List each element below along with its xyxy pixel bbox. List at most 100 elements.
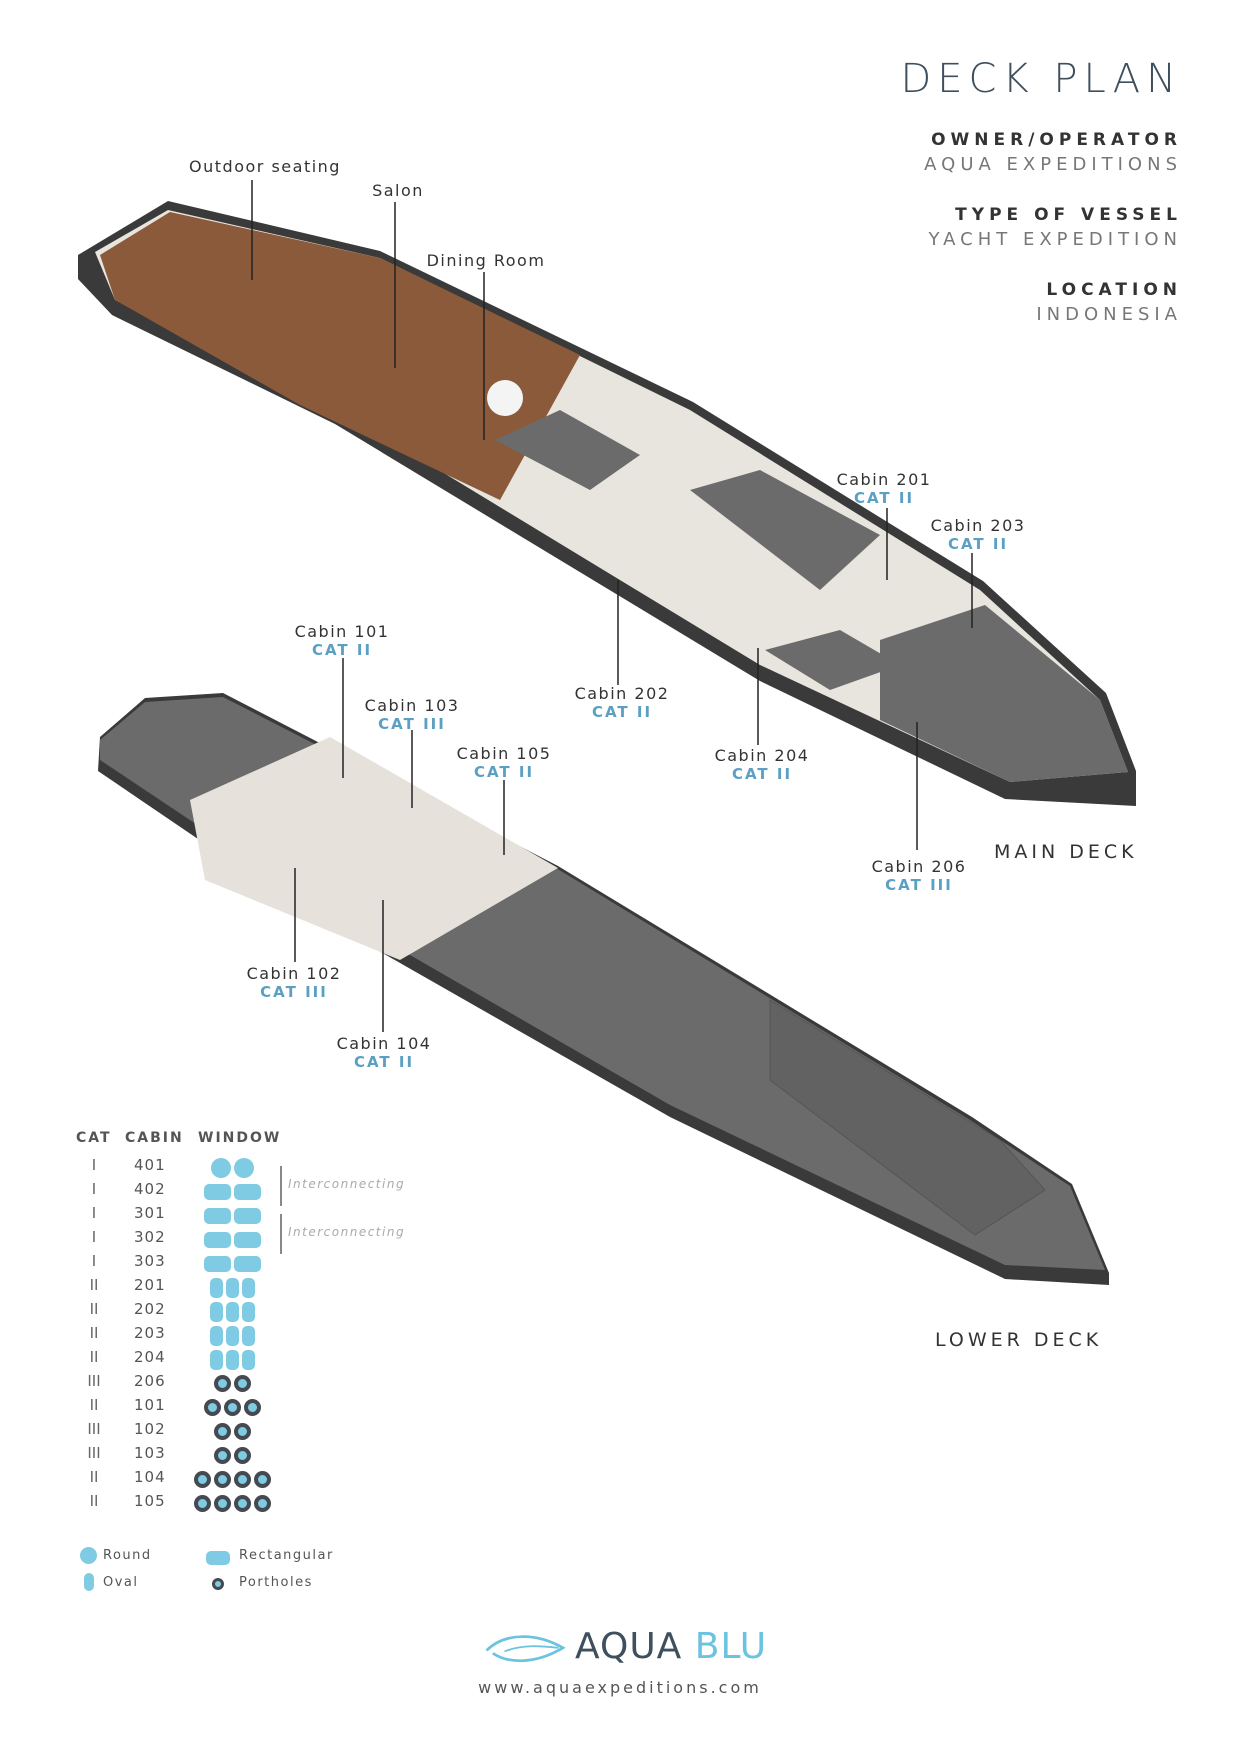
row-category: III bbox=[87, 1444, 101, 1462]
oval-window-icon bbox=[241, 1326, 255, 1346]
cabin-category: CAT III bbox=[885, 876, 953, 894]
cabin-category: CAT III bbox=[378, 715, 446, 733]
website-link[interactable]: www.aquaexpeditions.com bbox=[478, 1678, 762, 1697]
row-category: I bbox=[91, 1156, 97, 1174]
oval-window-icon bbox=[241, 1350, 255, 1370]
brand-aqua: AQUA bbox=[575, 1626, 683, 1667]
rect-window-icon bbox=[233, 1184, 261, 1200]
key-oval: Oval bbox=[103, 1575, 139, 1590]
lower-deck-bow-plate bbox=[769, 999, 1046, 1236]
info-vessel-type: TYPE OF VESSEL YACHT EXPEDITION bbox=[929, 205, 1182, 250]
dining-table bbox=[487, 380, 523, 416]
port-window-icon bbox=[193, 1495, 211, 1512]
lower-deck-ship bbox=[98, 693, 1109, 1285]
port-window-icon bbox=[213, 1471, 231, 1488]
row-windows bbox=[192, 1254, 272, 1272]
label-outdoor-seating: Outdoor seating bbox=[189, 157, 341, 176]
cabin-name: Cabin 104 bbox=[336, 1034, 432, 1053]
port-window-icon bbox=[213, 1375, 231, 1392]
oval-window-icon bbox=[241, 1302, 255, 1322]
brand-name: AQUA BLU bbox=[575, 1626, 767, 1667]
info-location: LOCATION INDONESIA bbox=[1036, 280, 1182, 325]
row-windows bbox=[192, 1494, 272, 1512]
cabin-category: CAT II bbox=[353, 1053, 415, 1071]
interconnect-note: Interconnecting bbox=[288, 1177, 406, 1191]
round-window-icon bbox=[80, 1547, 97, 1564]
header-cat: CAT bbox=[76, 1130, 112, 1146]
cabin-name: Cabin 102 bbox=[246, 964, 342, 983]
key-round: Round bbox=[103, 1548, 152, 1563]
port-window-icon bbox=[233, 1471, 251, 1488]
port-window-icon bbox=[233, 1447, 251, 1464]
cabin-name: Cabin 105 bbox=[456, 744, 552, 763]
row-category: III bbox=[87, 1420, 101, 1438]
row-category: II bbox=[89, 1276, 99, 1294]
row-cabin: 202 bbox=[134, 1300, 166, 1318]
key-portholes: Portholes bbox=[239, 1575, 313, 1590]
cabin-category: CAT II bbox=[311, 641, 373, 659]
label-dining-room: Dining Room bbox=[427, 251, 546, 270]
area-name: Salon bbox=[372, 181, 424, 200]
info-key: LOCATION bbox=[1046, 280, 1182, 300]
main-deck-roof bbox=[495, 410, 640, 490]
cabin-name: Cabin 204 bbox=[714, 746, 810, 765]
info-key: TYPE OF VESSEL bbox=[955, 205, 1182, 225]
rect-window-icon bbox=[203, 1184, 231, 1200]
brand-blu: BLU bbox=[694, 1626, 768, 1667]
row-cabin: 201 bbox=[134, 1276, 166, 1294]
oval-window-icon bbox=[241, 1278, 255, 1298]
row-windows bbox=[192, 1326, 272, 1346]
row-windows bbox=[192, 1398, 272, 1416]
legend-row: III 102 bbox=[74, 1420, 394, 1444]
header-cabin: CABIN bbox=[125, 1130, 184, 1146]
cabin-name: Cabin 103 bbox=[364, 696, 460, 715]
row-cabin: 105 bbox=[134, 1492, 166, 1510]
row-windows bbox=[192, 1158, 272, 1178]
main-deck-ship bbox=[78, 201, 1136, 806]
row-category: I bbox=[91, 1180, 97, 1198]
port-window-icon bbox=[223, 1399, 241, 1416]
main-deck-label: MAIN DECK bbox=[994, 841, 1138, 863]
legend-row: II 201 bbox=[74, 1276, 394, 1300]
porthole-icon bbox=[212, 1578, 224, 1590]
row-cabin: 206 bbox=[134, 1372, 166, 1390]
area-name: Dining Room bbox=[426, 251, 546, 270]
interconnect-bracket bbox=[280, 1166, 282, 1206]
oval-window-icon bbox=[209, 1350, 223, 1370]
row-windows bbox=[192, 1182, 272, 1200]
row-cabin: 103 bbox=[134, 1444, 166, 1462]
row-windows bbox=[192, 1206, 272, 1224]
cabin-category: CAT II bbox=[591, 703, 653, 721]
lower-deck-label: LOWER DECK bbox=[935, 1329, 1103, 1351]
oval-window-icon bbox=[225, 1326, 239, 1346]
label-salon: Salon bbox=[372, 181, 424, 200]
row-cabin: 102 bbox=[134, 1420, 166, 1438]
rectangular-window-icon bbox=[206, 1551, 230, 1565]
rect-window-icon bbox=[203, 1232, 231, 1248]
row-category: II bbox=[89, 1348, 99, 1366]
row-windows bbox=[192, 1422, 272, 1440]
port-window-icon bbox=[203, 1399, 221, 1416]
row-cabin: 402 bbox=[134, 1180, 166, 1198]
row-cabin: 301 bbox=[134, 1204, 166, 1222]
info-owner: OWNER/OPERATOR AQUA EXPEDITIONS bbox=[924, 130, 1182, 175]
interconnect-note: Interconnecting bbox=[288, 1225, 406, 1239]
round-window-icon bbox=[210, 1158, 231, 1178]
lower-deck-cabins bbox=[190, 737, 558, 960]
cabin-name: Cabin 203 bbox=[930, 516, 1026, 535]
info-value: INDONESIA bbox=[1036, 304, 1182, 325]
cabin-name: Cabin 101 bbox=[294, 622, 390, 641]
